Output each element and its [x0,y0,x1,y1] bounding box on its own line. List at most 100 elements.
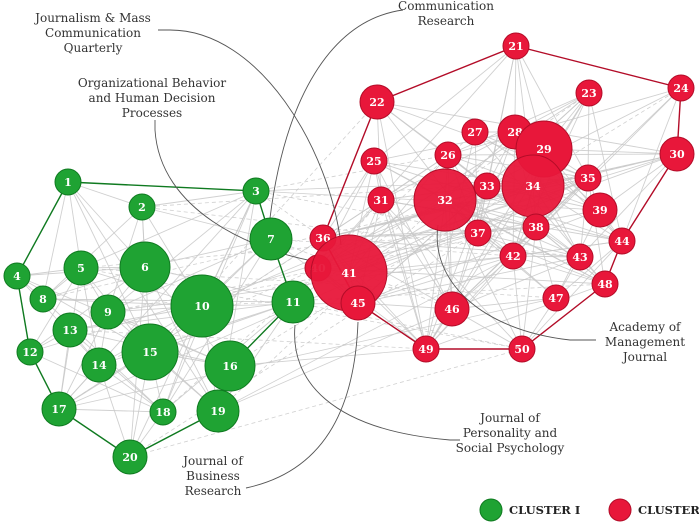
node-25: 25 [360,147,388,175]
node-label-33: 33 [479,180,494,193]
node-label-25: 25 [366,155,381,168]
annotation-leader-5 [294,324,460,441]
node-11: 11 [271,280,315,324]
edge-37-48 [477,232,606,285]
node-label-45: 45 [350,297,365,310]
node-label-37: 37 [470,227,485,240]
node-label-1: 1 [64,176,72,189]
annotation-5-line-3: Social Psychology [456,441,565,455]
edge-31-46 [380,199,453,310]
edge-6-19 [144,266,219,412]
node-6: 6 [119,241,171,293]
edge-31-49 [380,199,427,350]
edge-23-44 [588,92,623,242]
edge-11-50 [292,301,523,350]
annotation-1-line-3: Quarterly [64,41,123,55]
annotation-leader-2 [269,9,404,219]
node-38: 38 [522,213,550,241]
node-circle-24 [667,74,695,102]
node-31: 31 [367,186,395,214]
annotation-6-line-2: Business [186,469,240,483]
node-14: 14 [81,347,117,383]
edge-25-36 [322,160,375,239]
edge-43-45 [357,256,581,304]
node-label-6: 6 [141,261,149,274]
node-circle-30 [659,136,695,172]
edge-20-37 [129,232,479,458]
edge-38-46 [451,226,537,310]
edge-19-46 [217,308,453,412]
edge-3-5 [80,190,257,269]
edge-17-47 [58,297,557,410]
edge-33-46 [451,185,488,310]
annotation-5-line-2: Personality and [463,426,558,440]
node-label-46: 46 [444,303,460,316]
edge-3-37 [255,190,479,234]
legend-label-2: CLUSTER II [638,503,699,517]
edge-19-42 [217,255,514,412]
node-circle-48 [591,270,619,298]
edge-2-8 [42,206,143,300]
edge-27-49 [425,131,476,350]
node-circle-49 [412,335,440,363]
node-35: 35 [574,164,602,192]
node-circle-45 [340,285,376,321]
node-50: 50 [508,335,536,363]
node-22: 22 [359,84,395,120]
edge-42-45 [357,255,514,304]
edge-13-18 [69,329,164,413]
edge-43-46 [451,256,581,310]
node-label-49: 49 [418,343,433,356]
node-label-15: 15 [142,346,157,359]
node-label-23: 23 [581,87,596,100]
node-label-27: 27 [467,126,482,139]
edge-33-49 [425,185,488,350]
node-label-7: 7 [267,233,275,246]
node-label-16: 16 [222,360,238,373]
edge-21-25 [373,45,517,162]
node-circle-38 [522,213,550,241]
node-circle-32 [413,168,477,232]
annotation-4-line-1: Academy of [609,320,683,334]
annotation-leader-6 [245,321,359,489]
node-label-22: 22 [369,96,384,109]
node-label-41: 41 [341,267,356,280]
node-circle-10 [170,274,234,338]
node-34: 34 [501,154,565,218]
node-label-48: 48 [597,278,613,291]
node-1: 1 [54,168,82,196]
node-label-50: 50 [514,343,530,356]
edge-24-38 [535,87,682,228]
node-circle-16 [204,340,256,392]
node-circle-5 [63,250,99,286]
edge-42-48 [512,255,606,285]
node-45: 45 [340,285,376,321]
annotation-1-line-1: Journalism & Mass [33,11,151,25]
annotation-leader-1 [158,29,342,246]
node-circle-14 [81,347,117,383]
node-circle-25 [360,147,388,175]
node-24: 24 [667,74,695,102]
node-label-21: 21 [508,40,523,53]
edge-11-31 [292,199,382,303]
edge-30-36 [322,153,678,239]
annotation-2-line-1: Communication [398,0,494,13]
edge-38-50 [521,226,537,350]
node-label-35: 35 [580,172,595,185]
node-circle-20 [112,439,148,475]
legend-swatch-1 [479,498,503,522]
node-label-5: 5 [77,262,85,275]
edge-30-41 [348,153,678,274]
node-label-4: 4 [13,270,21,283]
annotation-5-line-1: Journal of [478,411,541,425]
node-46: 46 [434,291,470,327]
node-label-24: 24 [673,82,689,95]
node-17: 17 [41,391,77,427]
node-23: 23 [575,79,603,107]
node-circle-47 [542,284,570,312]
node-label-13: 13 [62,324,77,337]
node-label-34: 34 [525,180,541,193]
